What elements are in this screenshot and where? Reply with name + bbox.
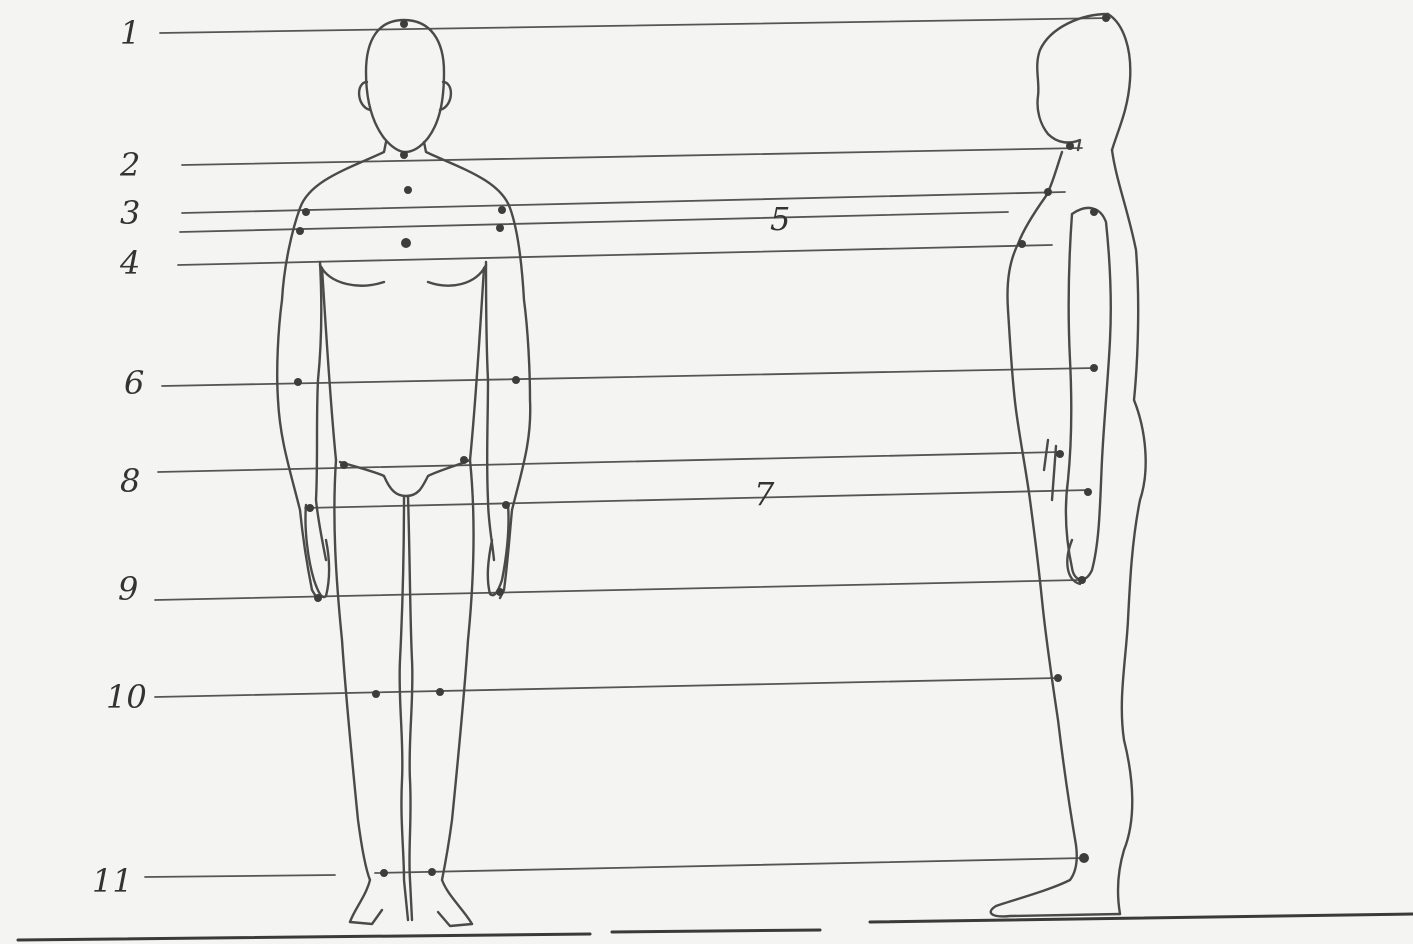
side-front-outline [991, 152, 1120, 916]
side-back-outline [1112, 150, 1146, 914]
front-chest-right [428, 265, 486, 286]
side-back-of-head [1108, 14, 1130, 150]
level-line-2 [182, 148, 1082, 165]
level-line-1 [160, 18, 1110, 33]
ground-line [18, 914, 1413, 940]
side-head [1037, 14, 1108, 150]
level-label-9: 9 [118, 570, 138, 608]
level-line-11b [375, 858, 1085, 873]
front-left-leg-outer [334, 460, 370, 922]
front-right-leg-outer [442, 460, 474, 924]
front-torso-left [322, 268, 336, 460]
level-label-8: 8 [120, 462, 140, 500]
level-line-8 [158, 452, 1060, 472]
level-label-5: 5 [770, 200, 790, 238]
front-torso-right [470, 268, 484, 460]
side-hand [1067, 540, 1080, 584]
front-left-leg-inner [400, 496, 408, 920]
level-label-4: 4 [119, 244, 140, 282]
front-left-hand [305, 505, 329, 597]
front-view-figure [277, 20, 530, 926]
front-right-foot [438, 912, 472, 926]
level-line-3a [182, 192, 1065, 213]
side-arm [1066, 208, 1111, 580]
level-label-6: 6 [124, 364, 144, 402]
level-label-11: 11 [92, 862, 133, 900]
level-label-2: 2 [119, 146, 140, 184]
level-line-6 [162, 368, 1095, 386]
level-line-11a [145, 875, 335, 877]
level-line-9 [155, 580, 1080, 600]
level-label-1: 1 [120, 14, 140, 52]
front-right-leg-inner [408, 496, 412, 920]
level-label-3: 3 [120, 194, 140, 232]
front-right-inner-arm [486, 262, 494, 560]
level-label-10: 10 [106, 678, 147, 716]
level-line-10 [155, 678, 1058, 697]
level-line-4 [178, 245, 1052, 265]
front-chest-left [320, 265, 384, 286]
level-label-7: 7 [754, 475, 775, 513]
level-line-7 [305, 490, 1090, 508]
level-labels: 1 2 3 4 5 6 7 8 9 10 11 [92, 14, 790, 900]
front-head [366, 20, 444, 152]
measurement-lines [145, 18, 1110, 877]
